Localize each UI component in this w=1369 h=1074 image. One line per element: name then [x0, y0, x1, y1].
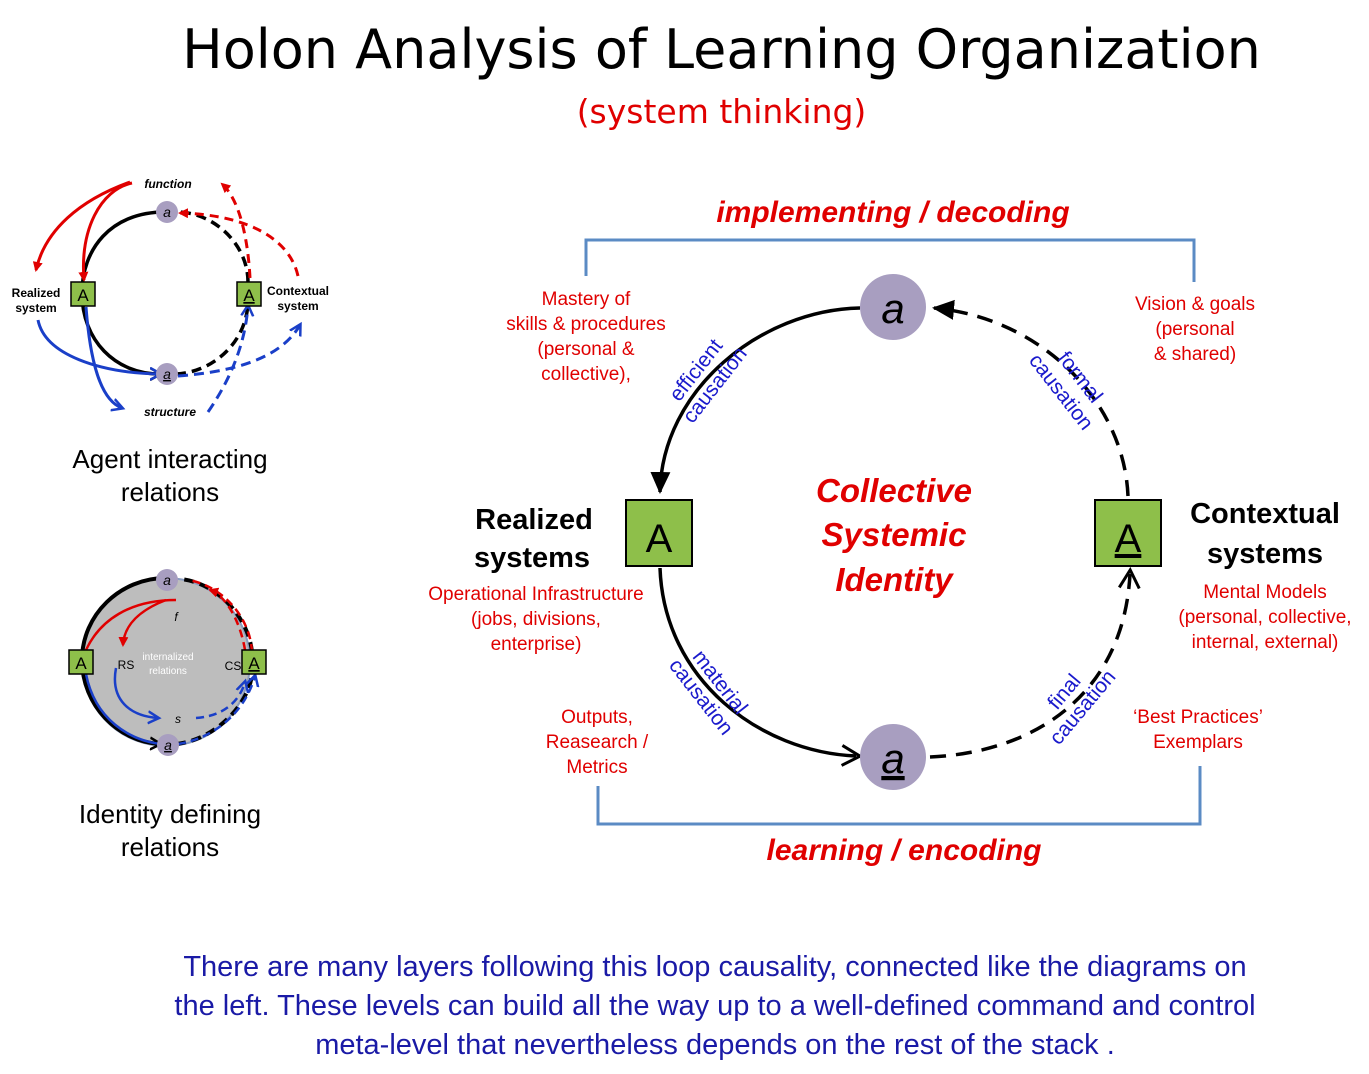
center-line-1: Collective	[816, 472, 972, 509]
node-A-contextual	[1094, 499, 1162, 567]
page-subtitle: (system thinking)	[576, 92, 867, 131]
formal-arc	[932, 299, 1130, 497]
agent-interacting-diagram: a a A A function structure Realized syst…	[12, 177, 329, 419]
main-loop-diagram: a a A A efficient causation formal causa…	[428, 196, 1351, 867]
svg-text:& shared): & shared)	[1154, 344, 1236, 365]
svg-text:Reasearch /: Reasearch /	[546, 732, 649, 753]
svg-text:system: system	[15, 301, 56, 315]
identity-caption: Identity defining relations	[78, 799, 262, 862]
svg-text:(jobs, divisions,: (jobs, divisions,	[471, 609, 601, 630]
node-a-top	[860, 274, 926, 340]
svg-text:relations: relations	[149, 666, 187, 677]
svg-text:A: A	[75, 654, 87, 673]
svg-text:A: A	[243, 286, 255, 305]
footer-text: There are many layers following this loo…	[174, 951, 1256, 1061]
svg-text:RS: RS	[118, 658, 135, 672]
structure-label: structure	[144, 405, 196, 419]
svg-text:collective),: collective),	[541, 364, 631, 385]
formal-causation-label: formal causation	[1024, 347, 1107, 434]
page-title: Holon Analysis of Learning Organization	[182, 18, 1261, 81]
svg-text:a: a	[163, 366, 171, 382]
learning-label: learning / encoding	[766, 834, 1041, 867]
svg-text:Outputs,: Outputs,	[561, 707, 633, 728]
svg-text:internal, external): internal, external)	[1192, 632, 1339, 653]
svg-text:system: system	[277, 299, 318, 313]
svg-text:Realized: Realized	[12, 286, 61, 300]
svg-text:a: a	[163, 204, 171, 220]
final-causation-label: final causation	[1043, 666, 1120, 750]
node-A-right	[236, 281, 262, 307]
svg-text:Metrics: Metrics	[566, 757, 627, 778]
svg-text:internalized: internalized	[142, 652, 193, 663]
node-A-left	[70, 281, 96, 307]
function-label: function	[144, 177, 191, 191]
svg-text:(personal &: (personal &	[537, 339, 634, 360]
svg-text:a: a	[881, 285, 904, 332]
efficient-arc	[650, 306, 861, 494]
svg-text:(personal, collective,: (personal, collective,	[1178, 607, 1351, 628]
realized-title-1: Realized	[475, 504, 593, 536]
material-arc	[658, 567, 864, 767]
top-bracket	[584, 238, 1196, 282]
svg-text:A: A	[77, 286, 89, 305]
svg-text:enterprise): enterprise)	[491, 634, 582, 655]
svg-text:Mental Models: Mental Models	[1203, 582, 1327, 603]
svg-text:Contextual: Contextual	[267, 284, 329, 298]
svg-text:A: A	[248, 654, 260, 673]
svg-text:skills & procedures: skills & procedures	[506, 314, 665, 335]
contextual-title-1: Contextual	[1190, 498, 1340, 530]
svg-text:Exemplars: Exemplars	[1153, 732, 1243, 753]
svg-text:a: a	[163, 572, 171, 588]
svg-text:(personal: (personal	[1155, 319, 1234, 340]
final-arc	[929, 566, 1141, 759]
material-causation-label: material causation	[664, 646, 752, 740]
identity-defining-diagram: a a A A f s RS CS internalized relations	[68, 569, 267, 756]
node-A-realized	[625, 499, 693, 567]
svg-text:Operational Infrastructure: Operational Infrastructure	[428, 584, 643, 605]
svg-text:f: f	[174, 610, 179, 624]
agent-caption: Agent interacting relations	[72, 444, 268, 507]
contextual-title-2: systems	[1207, 538, 1323, 570]
node-a-bottom	[860, 724, 926, 790]
center-line-3: Identity	[835, 561, 954, 598]
center-line-2: Systemic	[822, 516, 967, 553]
svg-text:‘Best Practices’: ‘Best Practices’	[1133, 707, 1263, 728]
svg-text:Vision & goals: Vision & goals	[1135, 294, 1255, 315]
node-a-top	[156, 201, 178, 223]
svg-text:s: s	[175, 712, 181, 726]
svg-text:Mastery of: Mastery of	[542, 289, 631, 310]
bottom-bracket	[596, 766, 1202, 826]
svg-text:a: a	[164, 737, 172, 753]
realized-title-2: systems	[474, 542, 590, 574]
node-a-bottom	[156, 363, 178, 385]
efficient-causation-label: efficient causation	[665, 335, 752, 428]
svg-text:CS: CS	[225, 659, 242, 673]
svg-text:A: A	[1115, 517, 1142, 561]
svg-text:A: A	[646, 517, 673, 561]
implementing-label: implementing / decoding	[716, 196, 1069, 229]
svg-text:a: a	[881, 735, 904, 782]
